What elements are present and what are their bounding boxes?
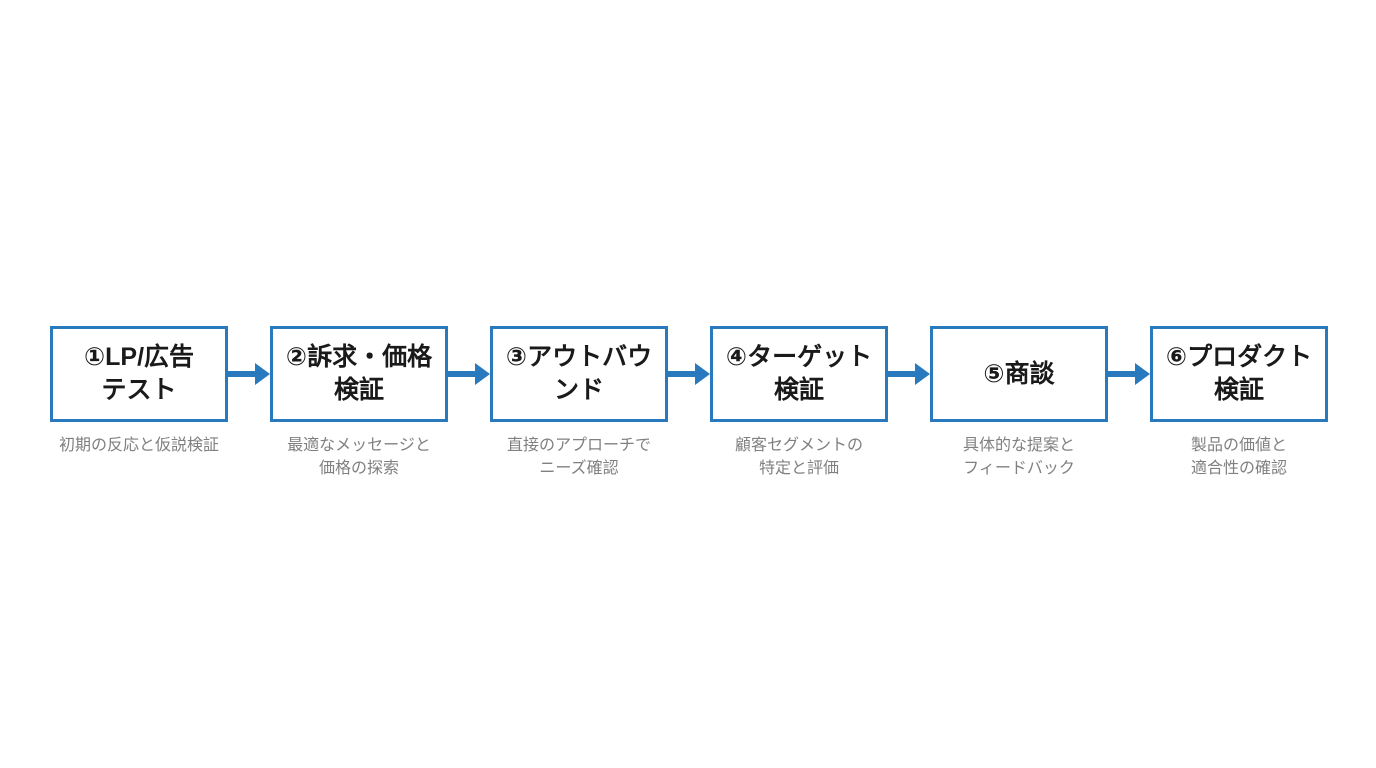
- step-caption-line: 直接のアプローチで: [506, 437, 651, 454]
- step-box: ⑤商談: [930, 326, 1108, 422]
- step-title-line: 検証: [1213, 376, 1264, 404]
- step-caption-line: 製品の価値と: [1190, 437, 1287, 454]
- step-caption-line: 顧客セグメントの: [734, 437, 863, 454]
- step-caption-line: 具体的な提案と: [962, 437, 1075, 454]
- step-caption: 最適なメッセージと 価格の探索: [287, 434, 431, 480]
- flow-arrow: [1108, 326, 1150, 422]
- step-title-line: 検証: [333, 376, 384, 404]
- step-title-line: ②訴求・価格: [285, 343, 433, 371]
- flow-arrow: [668, 326, 710, 422]
- flow-step-5: ⑤商談 具体的な提案と フィードバック: [930, 326, 1108, 480]
- step-title-line: ④ターゲット: [725, 343, 873, 371]
- flow-step-2: ②訴求・価格 検証 最適なメッセージと 価格の探索: [270, 326, 448, 480]
- step-caption-line: 価格の探索: [318, 460, 399, 477]
- step-box: ③アウトバウ ンド: [490, 326, 668, 422]
- step-caption-line: ニーズ確認: [539, 460, 619, 477]
- right-arrow-icon: [1108, 363, 1150, 385]
- flow-step-6: ⑥プロダクト 検証 製品の価値と 適合性の確認: [1150, 326, 1328, 480]
- step-caption: 顧客セグメントの 特定と評価: [735, 434, 863, 480]
- step-caption: 具体的な提案と フィードバック: [963, 434, 1075, 480]
- right-arrow-icon: [448, 363, 490, 385]
- flow-arrow: [888, 326, 930, 422]
- step-title-line: テスト: [101, 376, 177, 404]
- step-title-line: ①LP/広告: [83, 343, 195, 371]
- step-caption: 初期の反応と仮説検証: [59, 434, 219, 457]
- step-caption-line: 初期の反応と仮説検証: [58, 437, 219, 454]
- step-caption-line: 特定と評価: [758, 460, 839, 477]
- flow-arrow: [448, 326, 490, 422]
- right-arrow-icon: [668, 363, 710, 385]
- step-title-line: ⑤商談: [983, 359, 1055, 388]
- step-box: ⑥プロダクト 検証: [1150, 326, 1328, 422]
- step-box: ④ターゲット 検証: [710, 326, 888, 422]
- step-title-line: ⑥プロダクト: [1165, 343, 1313, 371]
- flow-step-4: ④ターゲット 検証 顧客セグメントの 特定と評価: [710, 326, 888, 480]
- step-title-line: ③アウトバウ: [505, 343, 653, 371]
- flow-step-1: ①LP/広告 テスト 初期の反応と仮説検証: [50, 326, 228, 457]
- step-title-line: 検証: [773, 376, 824, 404]
- step-box: ①LP/広告 テスト: [50, 326, 228, 422]
- flow-arrow: [228, 326, 270, 422]
- right-arrow-icon: [888, 363, 930, 385]
- step-caption-line: 適合性の確認: [1190, 460, 1287, 477]
- flow-step-3: ③アウトバウ ンド 直接のアプローチで ニーズ確認: [490, 326, 668, 480]
- process-flowchart: ①LP/広告 テスト 初期の反応と仮説検証 ②訴求・価格 検証 最適なメッセージ…: [50, 326, 1328, 480]
- step-caption: 製品の価値と 適合性の確認: [1191, 434, 1287, 480]
- right-arrow-icon: [228, 363, 270, 385]
- step-caption-line: フィードバック: [963, 460, 1075, 477]
- step-box: ②訴求・価格 検証: [270, 326, 448, 422]
- step-title-line: ンド: [553, 376, 604, 404]
- step-caption: 直接のアプローチで ニーズ確認: [507, 434, 651, 480]
- step-caption-line: 最適なメッセージと: [287, 437, 431, 454]
